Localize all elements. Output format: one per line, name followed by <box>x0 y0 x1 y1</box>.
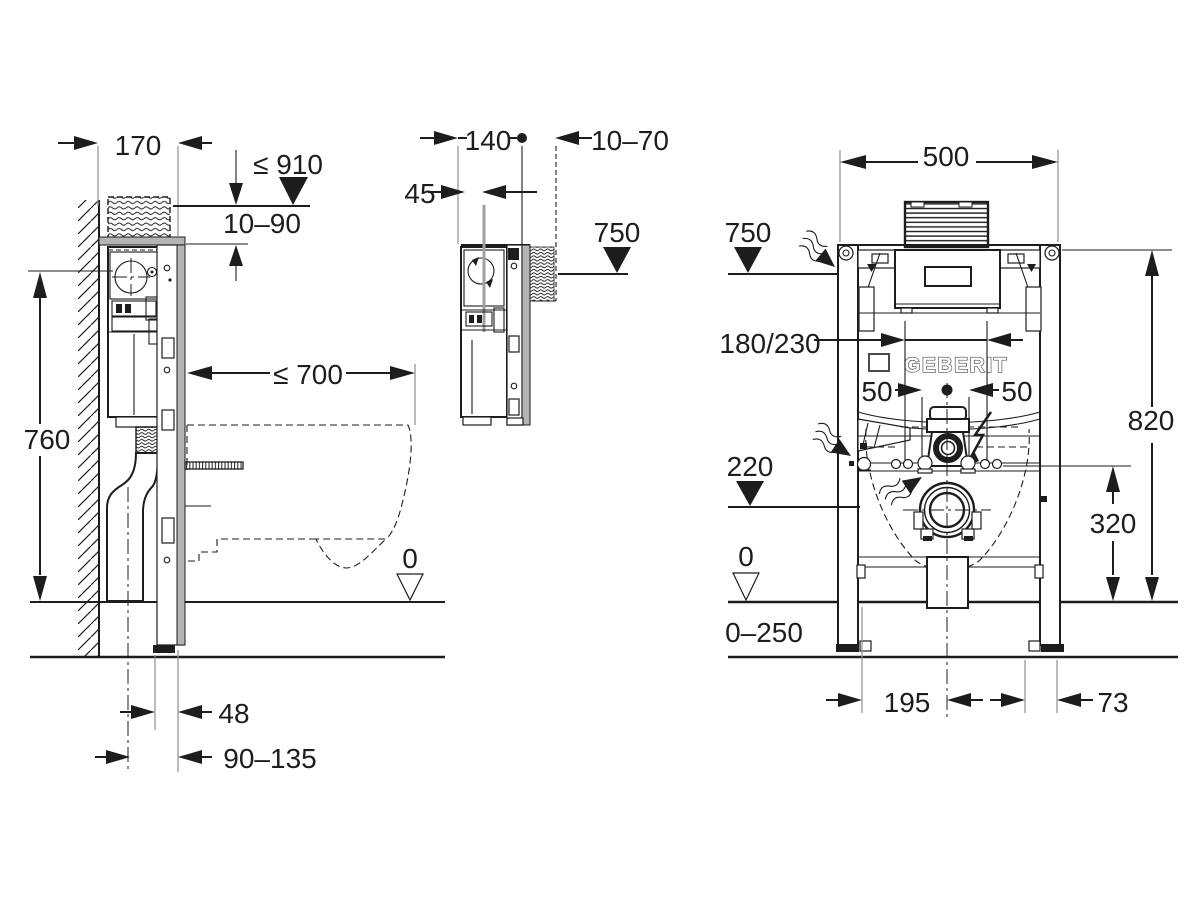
flush-pipe-bellows <box>135 426 159 454</box>
dim-depth-140: 140 <box>420 125 527 244</box>
floor-level-marker-front: 0 <box>732 541 760 602</box>
wall-hatch <box>78 200 99 657</box>
mounting-rod <box>184 461 244 470</box>
dim-dist-73: 73 <box>990 660 1129 718</box>
dim-label-220: 220 <box>727 451 774 482</box>
corner-screw-right <box>1044 245 1060 261</box>
dim-label-195: 195 <box>884 687 931 718</box>
water-level-mark-left <box>867 264 876 272</box>
dim-outlet-range: 90–135 <box>95 743 317 774</box>
dim-label-50-right: 50 <box>1001 376 1032 407</box>
level-220: 220 <box>727 451 860 508</box>
brand-logo: GEBERIT <box>868 353 1008 378</box>
corner-screw-left <box>838 245 854 261</box>
dim-height-820: 820 <box>1062 249 1175 601</box>
flush-bend-socket <box>933 433 963 463</box>
wall-finish-hatch <box>529 246 555 302</box>
dim-label-750-section: 750 <box>594 217 641 248</box>
dim-offset-45: 45 <box>404 178 537 209</box>
floor-level-marker-side: 0 <box>396 543 424 602</box>
dim-height-320: 320 <box>1090 466 1137 601</box>
inspection-window <box>924 266 972 287</box>
section-view: 140 10–70 45 750 <box>404 125 669 426</box>
dim-label-10-70: 10–70 <box>591 125 669 156</box>
fixing-row <box>849 455 1131 502</box>
dim-label-90-135: 90–135 <box>223 743 316 774</box>
level-750-front: 750 <box>725 217 837 275</box>
dim-label-45: 45 <box>404 178 435 209</box>
right-foot <box>1041 644 1064 652</box>
dim-label-0-side: 0 <box>402 543 418 574</box>
dim-label-10-90: 10–90 <box>223 208 301 239</box>
dim-label-500: 500 <box>923 141 970 172</box>
flush-sleeve-zone <box>107 196 171 239</box>
dim-width-500: 500 <box>839 141 1059 242</box>
dim-install-height: ≤ 910 <box>173 149 323 207</box>
dim-plate-width: 180/230 <box>719 321 1023 461</box>
access-shaft-cover <box>903 200 990 249</box>
right-rail <box>1039 244 1061 646</box>
rail-foot <box>153 645 175 653</box>
left-foot <box>836 644 859 652</box>
logo-square <box>868 353 890 372</box>
dim-label-320: 320 <box>1090 508 1137 539</box>
rail-section <box>506 244 523 426</box>
dim-bolt-spacing: 50 50 <box>861 376 1033 456</box>
dim-label-700: ≤ 700 <box>273 359 343 390</box>
dim-label-0-front: 0 <box>738 541 754 572</box>
reference-dot <box>517 133 527 143</box>
side-view: 170 ≤ 910 10–90 ≤ 700 760 <box>24 130 445 774</box>
dim-dist-195: 195 <box>826 607 983 718</box>
dim-label-760: 760 <box>24 424 71 455</box>
tank-outlet-flange <box>115 416 159 428</box>
left-bracket <box>857 418 911 452</box>
waste-elbow <box>106 452 160 602</box>
dim-height-760: 760 <box>24 272 71 601</box>
top-plate <box>98 236 186 246</box>
dim-label-910: ≤ 910 <box>253 149 323 180</box>
wc-pan-outline <box>186 424 412 569</box>
dim-label-750-front: 750 <box>725 217 772 248</box>
dim-label-48: 48 <box>218 698 249 729</box>
dim-label-0-250: 0–250 <box>725 617 803 648</box>
dim-finish-range: 10–70 <box>555 125 669 156</box>
dim-label-180-230: 180/230 <box>719 328 820 359</box>
logo-text: GEBERIT <box>904 354 1008 377</box>
dim-tile-range: 10–90 <box>186 150 301 281</box>
dim-label-73: 73 <box>1097 687 1128 718</box>
valve-section <box>467 257 495 285</box>
level-750-section: 750 <box>558 217 641 275</box>
dim-label-140: 140 <box>465 125 512 156</box>
dim-label-50-left: 50 <box>861 376 892 407</box>
water-supply-arrow-top <box>794 227 844 275</box>
dim-frame-depth: 170 <box>58 130 212 236</box>
water-level-mark-right <box>1027 264 1036 272</box>
dim-pan-depth: ≤ 700 <box>187 359 416 425</box>
dim-label-820: 820 <box>1128 405 1175 436</box>
dim-label-170: 170 <box>115 130 162 161</box>
front-view: GEBERIT 500 750 180/230 <box>719 141 1178 718</box>
dim-offset-48: 48 <box>120 650 250 772</box>
